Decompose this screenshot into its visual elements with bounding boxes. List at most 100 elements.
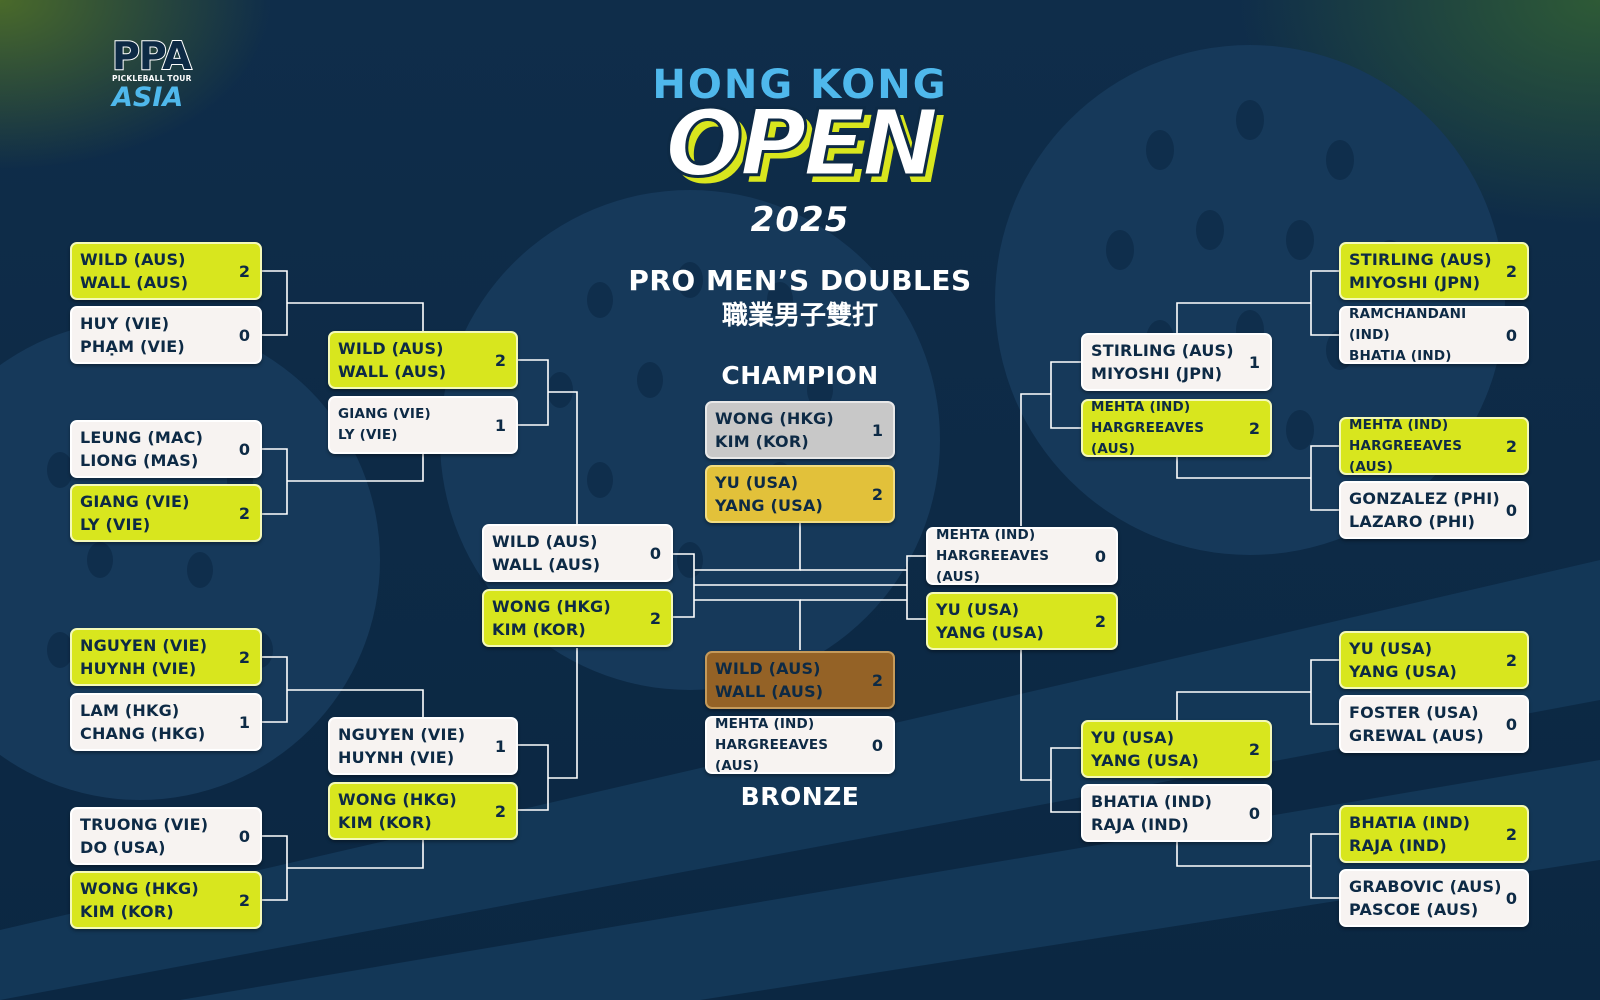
left-r16-team-7[interactable]: TRUONG (VIE)DO (USA) 0 [70, 807, 262, 865]
match-score: 0 [238, 325, 250, 345]
match-score: 2 [238, 890, 250, 910]
player-name: HARGREEAVES (AUS) [715, 736, 829, 774]
player-name: WONG (HKG) [80, 879, 199, 898]
match-score: 0 [1505, 888, 1517, 908]
match-score: 1 [494, 415, 506, 435]
ppa-logo-subtitle: PICKLEBALL TOUR [112, 74, 192, 83]
ppa-logo-region: ASIA [112, 82, 184, 113]
player-name: HARGREEAVES (AUS) [1091, 419, 1205, 457]
player-name: MEHTA (IND) [1091, 398, 1191, 415]
right-qf-team-3[interactable]: YU (USA)YANG (USA) 2 [1081, 720, 1272, 778]
ppa-logo: PPA PICKLEBALL TOUR ASIA [111, 36, 193, 113]
right-qf-team-2[interactable]: MEHTA (IND) HARGREEAVES (AUS) 2 [1081, 399, 1272, 457]
player-name: MEHTA (IND) [1349, 416, 1449, 433]
right-sf-team-2[interactable]: YU (USA)YANG (USA) 2 [926, 592, 1118, 650]
match-score: 0 [871, 735, 883, 755]
player-name: HARGREEAVES (AUS) [936, 547, 1050, 585]
event-title-line2: OPEN [664, 90, 940, 197]
right-r16-team-1[interactable]: STIRLING (AUS)MIYOSHI (JPN) 2 [1339, 242, 1529, 300]
left-qf-team-3[interactable]: NGUYEN (VIE)HUYNH (VIE) 1 [328, 717, 518, 775]
left-r16-team-3[interactable]: LEUNG (MAC)LIONG (MAS) 0 [70, 420, 262, 478]
match-score: 2 [1505, 650, 1517, 670]
left-qf-team-1[interactable]: WILD (AUS)WALL (AUS) 2 [328, 331, 518, 389]
match-score: 1 [871, 420, 883, 440]
right-r16-team-2[interactable]: RAMCHANDANI (IND) BHATIA (IND) 0 [1339, 306, 1529, 364]
match-score: 1 [1248, 352, 1260, 372]
player-name: KIM (KOR) [338, 813, 432, 832]
division-title-en: PRO MEN’S DOUBLES [628, 264, 972, 297]
player-name: YANG (USA) [936, 623, 1045, 642]
player-name: GIANG (VIE) [80, 492, 190, 511]
player-name: HUYNH (VIE) [338, 748, 455, 767]
player-name: DO (USA) [80, 838, 166, 857]
player-name: BHATIA (IND) [1349, 347, 1452, 364]
final-team-2[interactable]: YU (USA)YANG (USA) 2 [705, 465, 895, 523]
player-name: NGUYEN (VIE) [80, 636, 208, 655]
event-title-line1: HONG KONG [652, 62, 948, 108]
player-name: WALL (AUS) [715, 682, 824, 701]
player-name: WONG (HKG) [715, 409, 834, 428]
left-qf-team-4[interactable]: WONG (HKG)KIM (KOR) 2 [328, 782, 518, 840]
player-name: STIRLING (AUS) [1349, 250, 1492, 269]
player-name: CHANG (HKG) [80, 724, 206, 743]
right-r16-team-8[interactable]: GRABOVIC (AUS)PASCOE (AUS) 0 [1339, 869, 1529, 927]
player-name: LAZARO (PHI) [1349, 512, 1476, 531]
player-name: MEHTA (IND) [936, 526, 1036, 543]
player-name: WALL (AUS) [80, 273, 189, 292]
match-score: 2 [1094, 611, 1106, 631]
player-name: YU (USA) [715, 473, 799, 492]
player-name: KIM (KOR) [715, 432, 809, 451]
player-name: LEUNG (MAC) [80, 428, 204, 447]
match-score: 2 [1505, 824, 1517, 844]
player-name: RAJA (IND) [1349, 836, 1447, 855]
left-r16-team-1[interactable]: WILD (AUS)WALL (AUS) 2 [70, 242, 262, 300]
right-qf-team-4[interactable]: BHATIA (IND)RAJA (IND) 0 [1081, 784, 1272, 842]
player-name: MIYOSHI (JPN) [1349, 273, 1481, 292]
right-sf-team-1[interactable]: MEHTA (IND) HARGREEAVES (AUS) 0 [926, 527, 1118, 585]
player-name: HUYNH (VIE) [80, 659, 197, 678]
match-score: 2 [649, 608, 661, 628]
right-r16-team-7[interactable]: BHATIA (IND) RAJA (IND) 2 [1339, 805, 1529, 863]
match-score: 0 [649, 543, 661, 563]
player-name: KIM (KOR) [492, 620, 586, 639]
player-name: BHATIA (IND) [1349, 813, 1471, 832]
match-score: 0 [1094, 546, 1106, 566]
player-name: RAMCHANDANI (IND) [1349, 305, 1467, 343]
final-team-1[interactable]: WONG (HKG) KIM (KOR) 1 [705, 401, 895, 459]
left-r16-team-6[interactable]: LAM (HKG)CHANG (HKG) 1 [70, 693, 262, 751]
match-score: 0 [1505, 325, 1517, 345]
left-sf-team-1[interactable]: WILD (AUS)WALL (AUS) 0 [482, 524, 673, 582]
player-name: MEHTA (IND) [715, 715, 815, 732]
player-name: WILD (AUS) [80, 250, 186, 269]
match-score: 2 [238, 647, 250, 667]
player-name: YANG (USA) [1091, 751, 1200, 770]
bronze-team-1[interactable]: WILD (AUS) WALL (AUS) 2 [705, 651, 895, 709]
player-name: WALL (AUS) [492, 555, 601, 574]
left-r16-team-2[interactable]: HUY (VIE)PHẠM (VIE) 0 [70, 306, 262, 364]
match-score: 2 [871, 670, 883, 690]
bronze-team-2[interactable]: MEHTA (IND) HARGREEAVES (AUS) 0 [705, 716, 895, 774]
right-qf-team-1[interactable]: STIRLING (AUS)MIYOSHI (JPN) 1 [1081, 333, 1272, 391]
match-score: 2 [494, 801, 506, 821]
player-name: HARGREEAVES (AUS) [1349, 437, 1463, 475]
match-score: 0 [1505, 500, 1517, 520]
left-sf-team-2[interactable]: WONG (HKG) KIM (KOR) 2 [482, 589, 673, 647]
right-r16-team-3[interactable]: MEHTA (IND) HARGREEAVES (AUS) 2 [1339, 417, 1529, 475]
left-qf-team-2[interactable]: GIANG (VIE)LY (VIE) 1 [328, 396, 518, 454]
player-name: WILD (AUS) [715, 659, 821, 678]
event-year: 2025 [750, 200, 850, 240]
player-name: WONG (HKG) [492, 597, 611, 616]
match-score: 1 [238, 712, 250, 732]
left-r16-team-8[interactable]: WONG (HKG)KIM (KOR) 2 [70, 871, 262, 929]
right-r16-team-6[interactable]: FOSTER (USA)GREWAL (AUS) 0 [1339, 695, 1529, 753]
left-r16-team-5[interactable]: NGUYEN (VIE) HUYNH (VIE) 2 [70, 628, 262, 686]
right-r16-team-5[interactable]: YU (USA)YANG (USA) 2 [1339, 631, 1529, 689]
player-name: TRUONG (VIE) [80, 815, 209, 834]
left-r16-team-4[interactable]: GIANG (VIE)LY (VIE) 2 [70, 484, 262, 542]
right-r16-team-4[interactable]: GONZALEZ (PHI)LAZARO (PHI) 0 [1339, 481, 1529, 539]
match-score: 2 [1505, 436, 1517, 456]
player-name: LY (VIE) [338, 427, 398, 443]
match-score: 2 [1248, 418, 1260, 438]
